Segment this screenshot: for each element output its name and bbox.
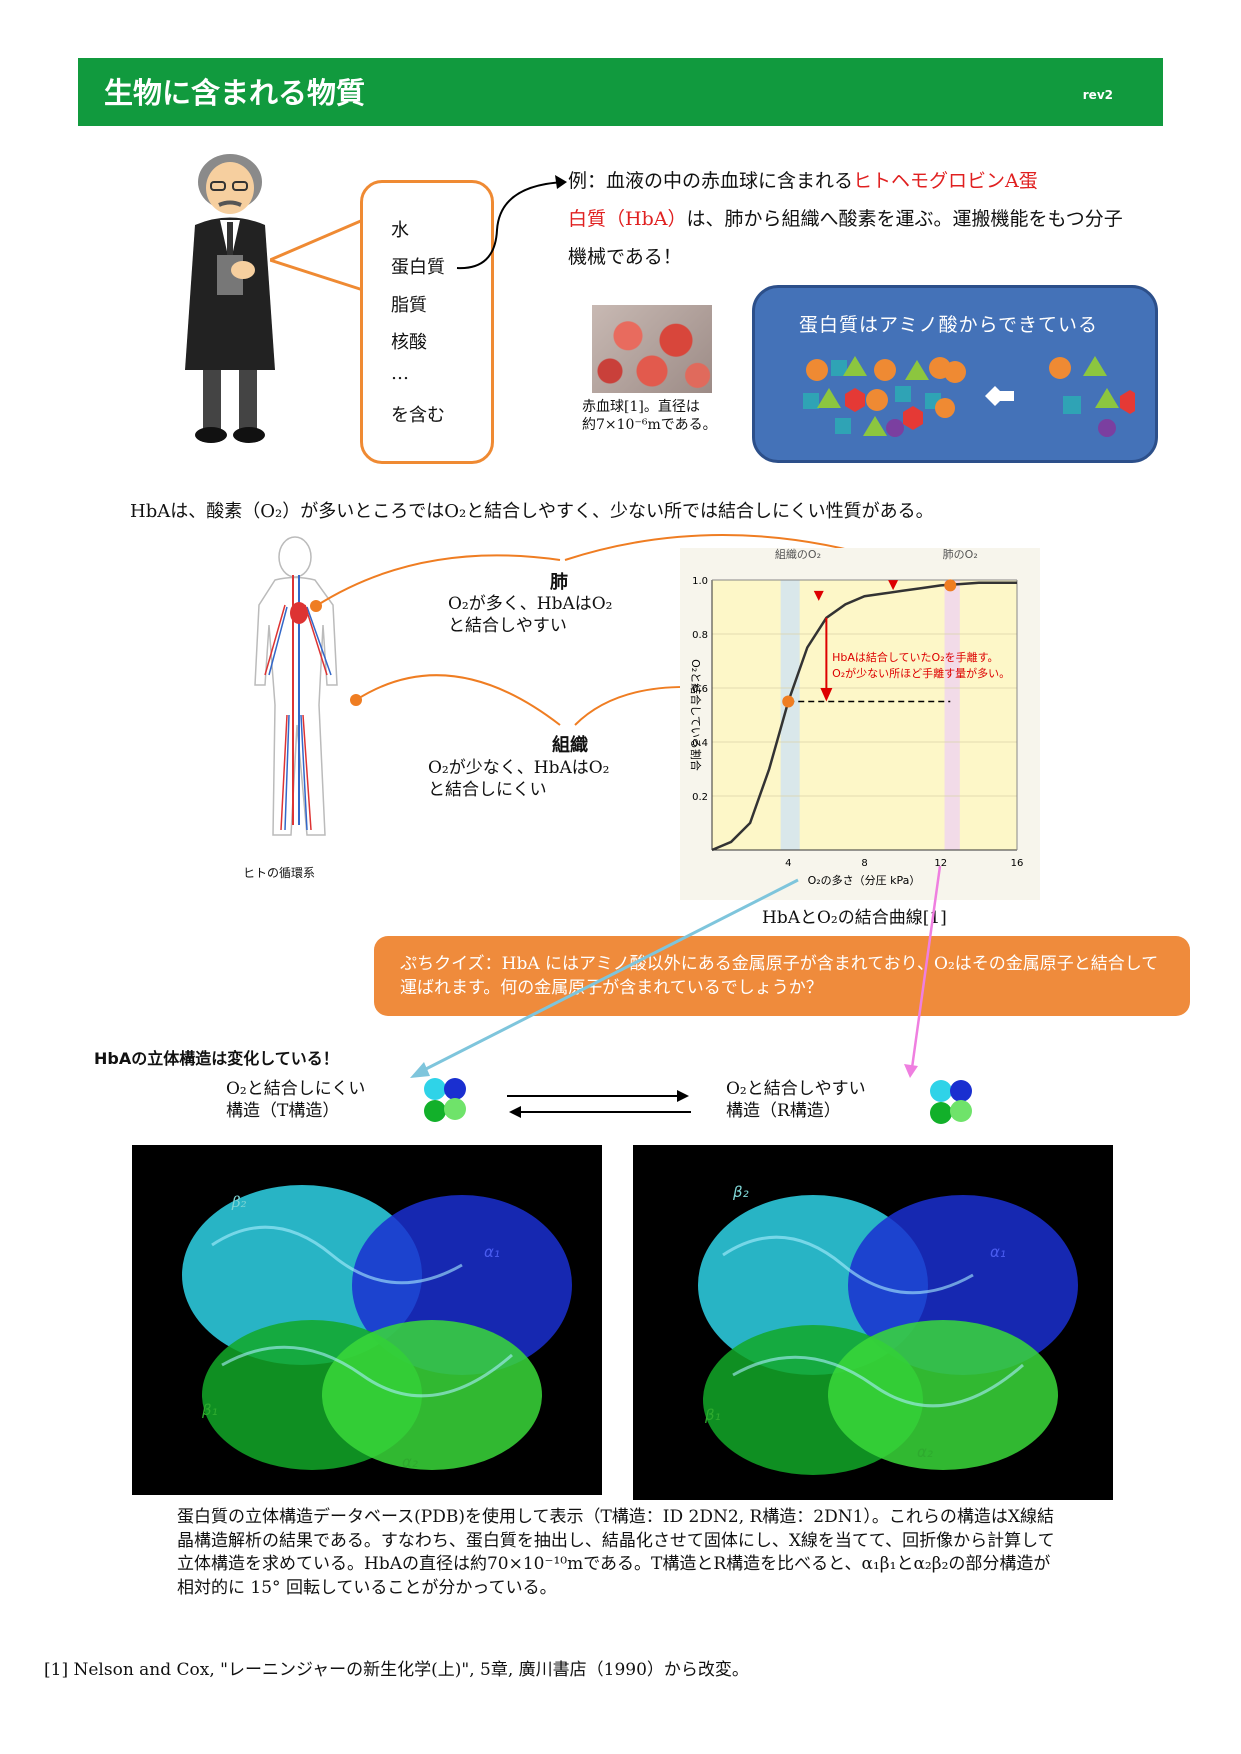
lung-title: 肺 xyxy=(550,572,568,593)
lung-point xyxy=(944,579,957,592)
circulatory-system-figure xyxy=(254,536,338,836)
lung-o2-band xyxy=(944,580,960,850)
red-blood-cell-photo xyxy=(592,305,712,393)
alpha2-label: α₂ xyxy=(917,1443,933,1461)
equilibrium-arrows xyxy=(507,1090,691,1118)
hba-highlight: 白質（HbA） xyxy=(568,208,687,230)
amino-acid-shapes xyxy=(803,356,1135,437)
header-bar: 生物に含まれる物質 rev2 xyxy=(78,58,1163,126)
pdb-explanation: 蛋白質の立体構造データベース(PDB)を使用して表示（T構造：ID 2DN2, … xyxy=(177,1507,1055,1598)
x-tick-label: 8 xyxy=(861,858,867,869)
list-item: 蛋白質 xyxy=(391,257,445,278)
pointer-arrows xyxy=(410,865,942,1078)
binding-curve-chart: 組織のO₂ 肺のO₂ 0.2 0.4 0.6 0.8 1.0 4 8 12 16 HbAは結合… xyxy=(680,548,1040,900)
tissue-o2-band xyxy=(780,580,800,850)
chart-caption: HbAとO₂の結合曲線[1] xyxy=(762,908,947,928)
list-item: 核酸 xyxy=(391,332,427,353)
y-tick-label: 0.2 xyxy=(692,792,708,803)
lung-description: O₂が多く、HbAはO₂ と結合しやすい xyxy=(448,594,613,636)
amino-acid-box: 蛋白質はアミノ酸からできている xyxy=(752,285,1158,463)
hemoglobin-highlight: ヒトヘモグロビンA蛋 xyxy=(853,170,1038,192)
x-tick-label: 4 xyxy=(785,858,791,869)
example-paragraph: 例：血液の中の赤血球に含まれるヒトヘモグロビンA蛋 白質（HbA）は、肺から組織… xyxy=(568,170,1123,268)
x-tick-label: 16 xyxy=(1011,858,1024,869)
tissue-description: O₂が少なく、HbAはO₂ と結合しにくい xyxy=(428,758,610,800)
curved-arrow xyxy=(456,175,567,270)
list-item: 水 xyxy=(391,220,409,241)
beta2-label: β₂ xyxy=(231,1193,247,1211)
annotation-line-2: O₂が少ない所ほど手離す量が多い。 xyxy=(832,666,1010,680)
tissue-point xyxy=(782,695,795,708)
y-tick-label: 0.8 xyxy=(692,630,708,641)
release-arrow-head xyxy=(820,688,833,702)
reference: [1] Nelson and Cox, "レーニンジャーの新生化学(上)", 5… xyxy=(44,1660,749,1680)
alpha2-label: α₂ xyxy=(402,1453,418,1471)
quiz-box: ぷちクイズ：HbA にはアミノ酸以外にある金属原子が含まれており、O₂はその金属… xyxy=(374,936,1190,1016)
quiz-text: ぷちクイズ：HbA にはアミノ酸以外にある金属原子が含まれており、O₂はその金属… xyxy=(400,954,1159,998)
hba-property-sentence: HbAは、酸素（O₂）が多いところではO₂と結合しやすく、少ない所では結合しにく… xyxy=(130,501,934,522)
binding-curve-line xyxy=(711,581,1017,852)
alpha1-label: α₁ xyxy=(484,1243,500,1261)
t-structure-image: β₂ α₁ β₁ α₂ xyxy=(132,1145,602,1495)
y-tick-label: 0.6 xyxy=(692,684,708,695)
y-tick-label: 1.0 xyxy=(692,576,708,587)
t-subunit-icon xyxy=(424,1078,474,1128)
beta1-label: β₁ xyxy=(201,1401,218,1419)
y-axis-label: O₂と結合している割合 xyxy=(689,659,703,771)
x-tick-label: 12 xyxy=(934,858,947,869)
beta1-label: β₁ xyxy=(704,1406,721,1424)
t-structure-label: O₂と結合しにくい 構造（T構造） xyxy=(226,1079,366,1121)
amino-acid-box-title: 蛋白質はアミノ酸からできている xyxy=(799,314,1099,336)
x-axis-label: O₂の多さ（分圧 kPa） xyxy=(808,873,921,887)
revision-label: rev2 xyxy=(1082,88,1113,102)
professor-illustration xyxy=(185,154,275,443)
alpha1-label: α₁ xyxy=(990,1243,1006,1261)
small-red-arrow xyxy=(888,580,899,591)
y-tick-label: 0.4 xyxy=(692,738,708,749)
page-title: 生物に含まれる物質 xyxy=(104,76,366,110)
beta2-label: β₂ xyxy=(732,1183,749,1201)
rbc-caption: 赤血球[1]。直径は 約7×10⁻⁶mである。 xyxy=(582,399,717,433)
circulatory-caption: ヒトの循環系 xyxy=(243,866,316,880)
tissue-band-label: 組織のO₂ xyxy=(775,548,821,561)
annotation-line-1: HbAは結合していたO₂を手離す。 xyxy=(832,650,998,664)
list-item: … xyxy=(391,363,409,384)
r-subunit-icon xyxy=(930,1080,980,1130)
list-item: 脂質 xyxy=(391,295,427,316)
r-structure-image: β₂ α₁ β₁ α₂ xyxy=(633,1145,1113,1500)
lung-band-label: 肺のO₂ xyxy=(943,548,978,561)
list-item: を含む xyxy=(391,405,445,426)
tissue-title: 組織 xyxy=(552,735,588,756)
small-red-arrow xyxy=(813,590,824,601)
substance-list-bubble: 水 蛋白質 脂質 核酸 … を含む xyxy=(360,180,494,464)
structure-heading: HbAの立体構造は変化している！ xyxy=(94,1049,339,1068)
r-structure-label: O₂と結合しやすい 構造（R構造） xyxy=(726,1079,866,1121)
